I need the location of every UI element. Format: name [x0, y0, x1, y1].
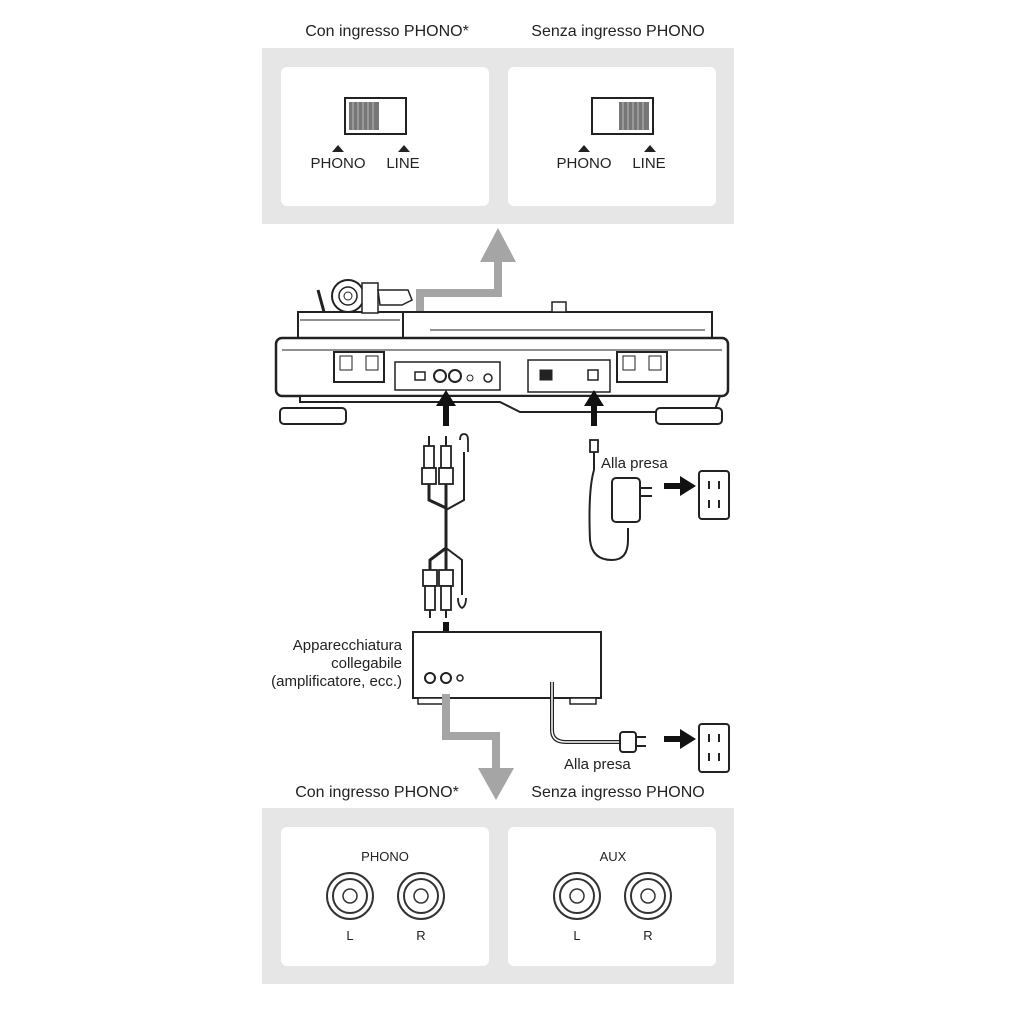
bottom-left-card: [281, 827, 489, 966]
outlet-arrow-top-icon: [664, 476, 696, 496]
top-left-card: [281, 67, 489, 206]
audio-arrow-up-icon: [436, 390, 456, 426]
gray-arrow-down-icon: [442, 694, 514, 800]
outlet-arrow-bottom-icon: [664, 729, 696, 749]
top-right-card: [508, 67, 716, 206]
aux-jack-r: R: [643, 928, 653, 943]
phono-switch-label-left: PHONO: [310, 155, 366, 172]
phono-jack-l: L: [346, 928, 354, 943]
bottom-right-header: Senza ingresso PHONO: [531, 784, 705, 801]
device-label: Apparecchiatura collegabile (amplificato…: [230, 637, 402, 691]
top-right-header: Senza ingresso PHONO: [531, 23, 705, 40]
phono-jack-r: R: [416, 928, 426, 943]
aux-jack-l: L: [573, 928, 581, 943]
phono-switch-label-right: PHONO: [556, 155, 612, 172]
outlet-label-top: Alla presa: [601, 455, 668, 472]
power-arrow-up-icon: [584, 390, 604, 426]
device-label-line3: (amplificatore, ecc.): [271, 673, 402, 690]
turntable-icon: [274, 279, 730, 425]
aux-jack-title: AUX: [599, 849, 627, 864]
power-adapter-icon: [588, 439, 652, 562]
phono-jacks-icon: [326, 872, 445, 920]
device-label-line2: collegabile: [331, 655, 402, 672]
line-switch-label-right: LINE: [632, 155, 666, 172]
phono-jack-title: PHONO: [361, 849, 409, 864]
rca-cable-icon: [421, 433, 469, 618]
device-label-line1: Apparecchiatura: [292, 637, 402, 654]
amplifier-power-cord-icon: [550, 682, 646, 753]
bottom-right-card: [508, 827, 716, 966]
switch-phono-selected-icon: [332, 97, 410, 152]
switch-line-selected-icon: [578, 97, 656, 152]
wall-outlet-top-icon: [698, 470, 730, 520]
top-left-header: Con ingresso PHONO*: [305, 23, 469, 40]
wall-outlet-bottom-icon: [698, 723, 730, 773]
aux-jacks-icon: [553, 872, 672, 920]
line-switch-label-left: LINE: [386, 155, 420, 172]
outlet-label-bottom: Alla presa: [564, 756, 631, 773]
amplifier-icon: [412, 631, 602, 705]
bottom-left-header: Con ingresso PHONO*: [295, 784, 459, 801]
